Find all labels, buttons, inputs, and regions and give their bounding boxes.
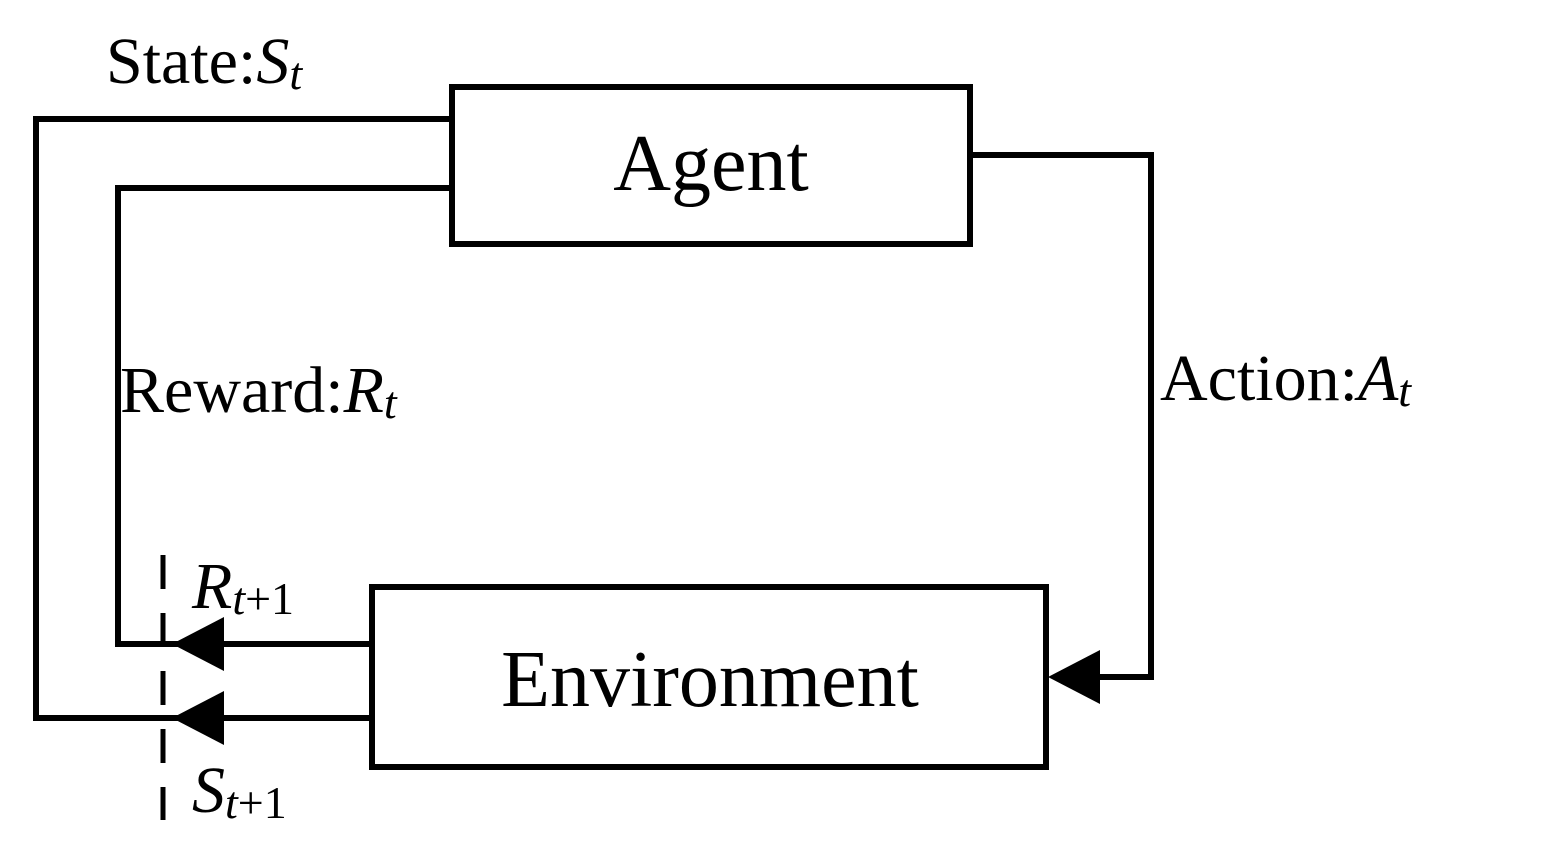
environment-box	[369, 584, 1049, 770]
reward-arrowhead	[172, 617, 224, 671]
action-label: Action:At	[1160, 342, 1412, 416]
environment-label: Environment	[501, 636, 919, 724]
state-arrowhead	[172, 691, 224, 745]
reward-label: Reward:Rt	[120, 354, 398, 428]
state-label: State:St	[106, 25, 303, 99]
action-connector	[970, 152, 1154, 680]
next-state-label: St+1	[192, 754, 287, 828]
agent-box	[449, 84, 973, 247]
action-arrowhead	[1048, 650, 1100, 704]
agent-label: Agent	[613, 120, 809, 208]
reward-connector	[115, 185, 452, 647]
next-reward-label: Rt+1	[191, 550, 294, 624]
